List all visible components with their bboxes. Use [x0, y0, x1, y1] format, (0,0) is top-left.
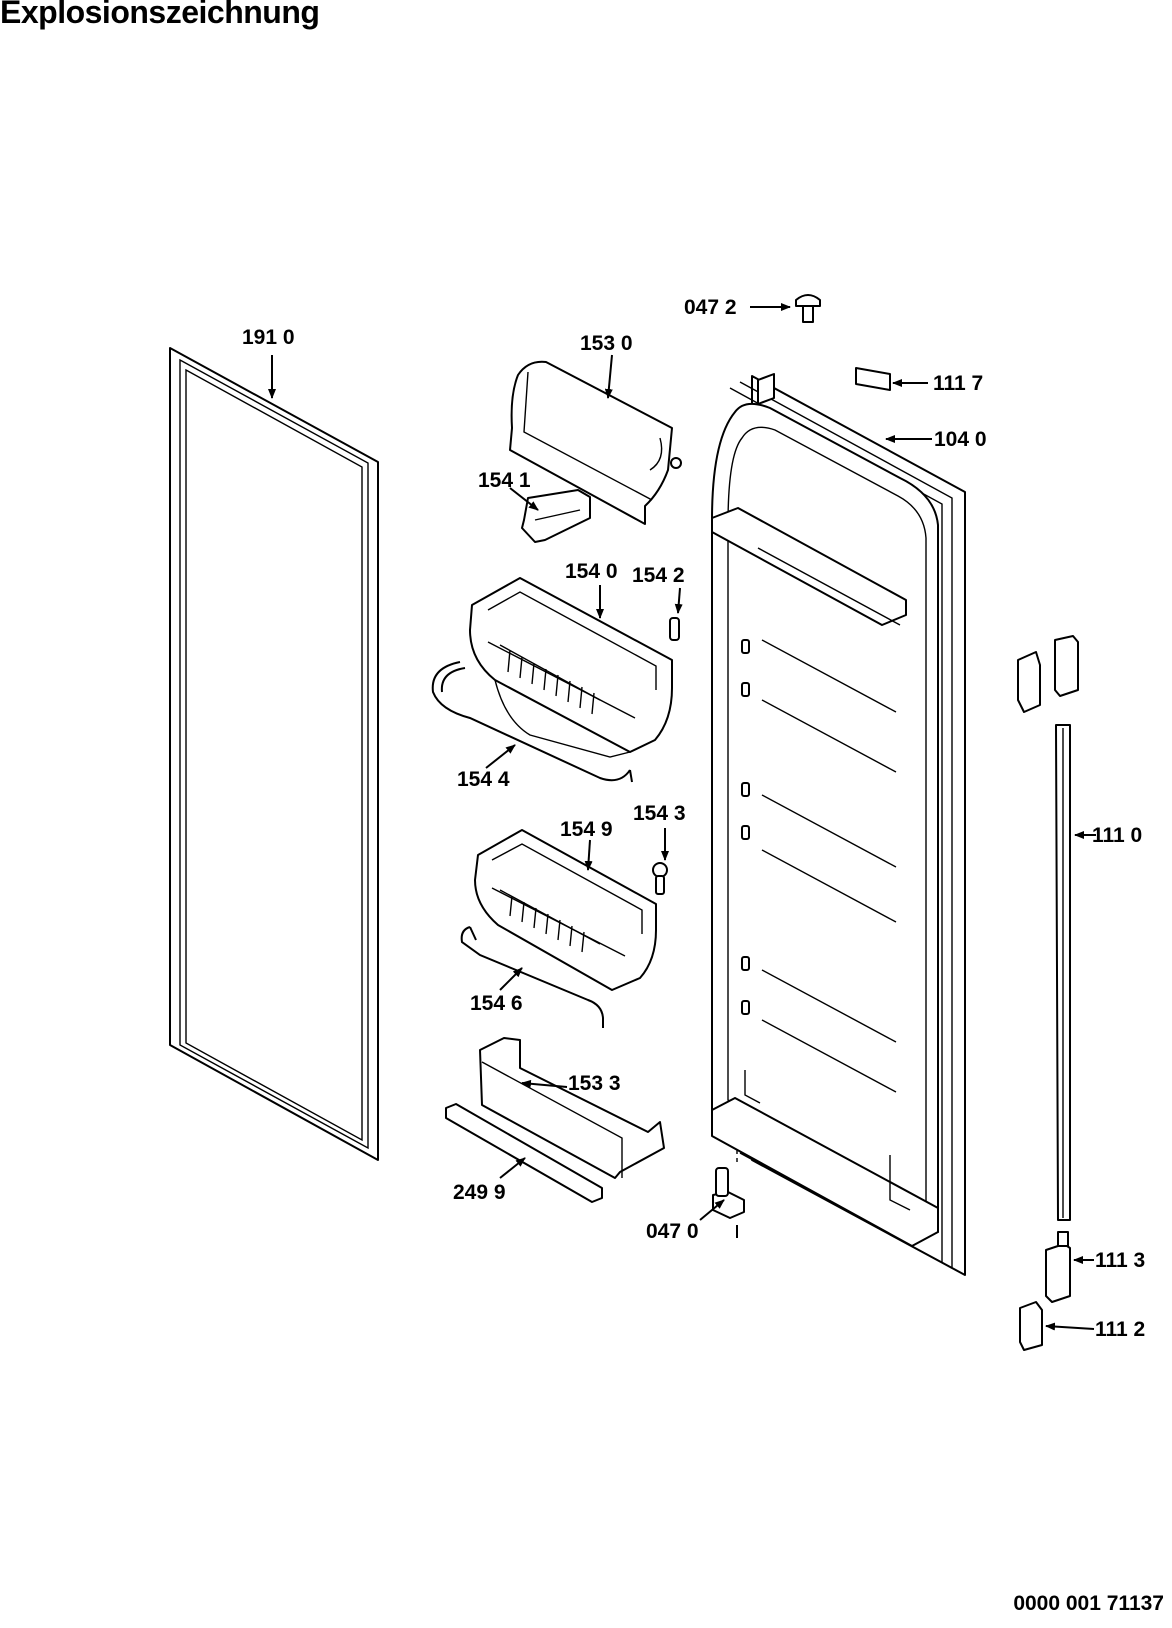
handle-end-cap: [1019, 1301, 1043, 1351]
door-bin-upper: [469, 577, 673, 758]
label-111-2: 111 2: [1095, 1318, 1145, 1341]
door-clip: [521, 489, 591, 543]
label-047-2: 047 2: [684, 296, 737, 319]
label-191-0: 191 0: [242, 326, 295, 349]
small-plate: [855, 367, 891, 391]
label-154-2: 154 2: [632, 564, 685, 587]
page-title: Explosionszeichnung: [0, 0, 320, 30]
label-111-0: 111 0: [1092, 824, 1142, 847]
top-hinge-pin: [795, 294, 821, 323]
label-111-7: 111 7: [933, 372, 983, 395]
label-154-6: 154 6: [470, 992, 523, 1015]
label-154-0: 154 0: [565, 560, 618, 583]
wire-rail-lower: [460, 926, 604, 1028]
handle-rail: [1055, 724, 1071, 1221]
document-number: 0000 001 71137: [1013, 1592, 1164, 1615]
wire-rail-upper: [431, 661, 633, 783]
label-111-3: 111 3: [1095, 1249, 1145, 1272]
label-047-0: 047 0: [646, 1220, 699, 1243]
door-bin-lower: [474, 829, 657, 991]
label-104-0: 104 0: [934, 428, 987, 451]
bottom-shelf: [479, 1037, 665, 1179]
door-top-cover: [509, 360, 682, 525]
label-153-3: 153 3: [568, 1072, 621, 1095]
label-249-9: 249 9: [453, 1181, 506, 1204]
label-154-9: 154 9: [560, 818, 613, 841]
trim-strip: [445, 1103, 603, 1203]
screw: [652, 862, 668, 895]
door-gasket: [169, 347, 379, 1161]
small-pin: [669, 617, 680, 641]
handle-upper-end: [1017, 635, 1079, 713]
label-154-1: 154 1: [478, 469, 531, 492]
label-153-0: 153 0: [580, 332, 633, 355]
label-154-3: 154 3: [633, 802, 686, 825]
handle-lower-end: [1045, 1231, 1071, 1303]
label-154-4: 154 4: [457, 768, 510, 791]
door-inner-panel: [711, 373, 966, 1276]
leader-lines: [268, 303, 1096, 1331]
bottom-hinge-pin: [712, 1167, 745, 1238]
